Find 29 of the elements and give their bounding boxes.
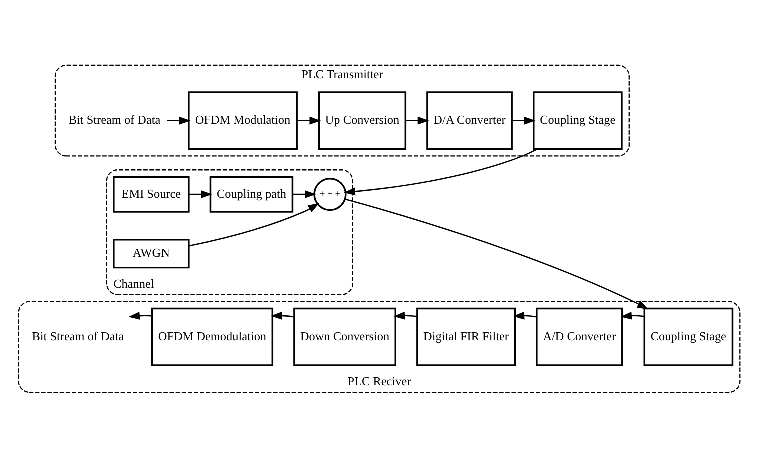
node-box: EMI Source xyxy=(113,176,190,212)
node-box: D/A Converter xyxy=(426,91,513,150)
arrow xyxy=(189,190,213,198)
node-box: AWGN xyxy=(113,238,190,268)
node-box: OFDM Demodulation xyxy=(151,307,274,366)
arrow xyxy=(345,198,649,310)
arrow xyxy=(270,311,294,320)
arrow xyxy=(297,116,322,124)
arrow xyxy=(344,148,538,196)
arrow xyxy=(292,190,316,198)
arrow xyxy=(512,116,536,124)
node-circle: + + + xyxy=(314,177,347,211)
node-box: Digital FIR Filter xyxy=(416,307,516,366)
node-box: OFDM Modulation xyxy=(188,91,298,150)
node-text: Bit Stream of Data xyxy=(32,328,124,343)
arrow xyxy=(620,311,645,320)
node-box: A/D Converter xyxy=(536,307,624,366)
arrow xyxy=(128,312,152,320)
node-box: Coupling Stage xyxy=(533,91,623,150)
node-box: Coupling path xyxy=(210,176,294,212)
arrow xyxy=(167,116,191,124)
arrow xyxy=(189,202,320,246)
node-box: Coupling Stage xyxy=(644,307,734,366)
node-box: Up Conversion xyxy=(318,91,407,150)
arrow xyxy=(513,311,537,320)
node-box: Down Conversion xyxy=(294,307,396,366)
arrow xyxy=(394,311,418,320)
node-text: Bit Stream of Data xyxy=(68,112,161,127)
arrow xyxy=(406,116,430,124)
